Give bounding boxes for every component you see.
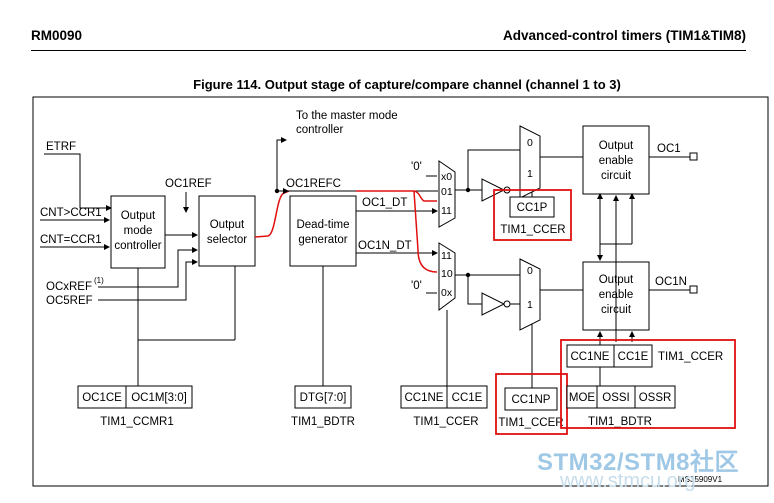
dead-time-generator-block <box>289 195 357 267</box>
figure-title: Figure 114. Output stage of capture/comp… <box>193 77 621 92</box>
section-title: Advanced-control timers (TIM1&TIM8) <box>502 28 746 43</box>
document-id: RM0090 <box>31 28 83 43</box>
output-mode-controller-block <box>110 195 166 269</box>
oec-top-line1: Output <box>599 140 634 152</box>
oc1ce-text: OC1CE <box>82 392 122 404</box>
zero-bottom-label: '0' <box>411 280 422 292</box>
diagram-frame <box>32 96 769 487</box>
dtg-line2: generator <box>298 234 347 246</box>
oec-top-line3: circuit <box>601 170 632 182</box>
omc-line1: Output <box>121 210 156 222</box>
output-mux-bottom <box>519 258 541 331</box>
ms-code: MS35909V1 <box>678 475 723 484</box>
etrf-label: ETRF <box>46 141 76 153</box>
oc1m-text: OC1M[3:0] <box>131 392 187 404</box>
cc1p-text: CC1P <box>517 202 548 214</box>
header-rule <box>31 50 746 51</box>
cnt-eq-label: CNT=CCR1 <box>40 234 102 246</box>
oc1-dt-label: OC1_DT <box>362 197 407 209</box>
oc1refc-highlight <box>254 190 290 238</box>
cc1np-text: CC1NP <box>512 394 551 406</box>
inverter-bottom <box>481 292 506 316</box>
inverter-bottom-bubble <box>503 300 511 308</box>
oc1m-field <box>125 385 193 409</box>
dtg-text: DTG[7:0] <box>300 392 347 404</box>
oc1n-pin <box>689 285 698 294</box>
oc1n-label: OC1N <box>655 276 687 288</box>
mux2-in-0x: 0x <box>441 287 453 299</box>
outmux-top-1: 1 <box>527 168 533 180</box>
right-regs-highlight-box <box>560 339 736 429</box>
watermark-brand: STM32/STM8社区 <box>537 449 740 476</box>
bdtr-dtg-name: TIM1_BDTR <box>291 416 355 428</box>
cc1e-mid-text: CC1E <box>452 392 483 404</box>
bdtr-right-name: TIM1_BDTR <box>588 416 652 428</box>
mux-top <box>438 160 456 228</box>
output-enable-circuit-top <box>582 125 650 195</box>
cc1e-field-right <box>613 344 653 368</box>
ossi-text: OSSI <box>602 392 629 404</box>
oc1refc-label: OC1REFC <box>286 178 341 190</box>
master-mode-arrow <box>276 137 287 191</box>
omc-line3: controller <box>114 240 161 252</box>
cc1p-highlight-box <box>493 189 572 241</box>
ossr-text: OSSR <box>639 392 672 404</box>
inverter-top <box>481 178 506 202</box>
etrf-line <box>44 153 112 211</box>
cc1e-field-mid <box>446 385 488 409</box>
zero-top-label: '0' <box>411 161 422 173</box>
ossr-field <box>634 385 676 409</box>
outmux-bot-0: 0 <box>527 265 533 277</box>
mux1-to-outmux-0 <box>467 149 520 190</box>
mux1-in-01: 01 <box>441 186 453 198</box>
output-selector-block <box>198 195 256 267</box>
ocxref-footnote: (1) <box>94 276 104 285</box>
ocxref-label: OCxREF <box>46 281 92 293</box>
moe-text: MOE <box>569 392 596 404</box>
dtg-field <box>294 385 352 409</box>
dtg-line1: Dead-time <box>296 219 349 231</box>
ccer-cc1p-name: TIM1_CCER <box>500 224 565 236</box>
os-line1: Output <box>210 219 245 231</box>
oc5ref-line <box>98 259 198 301</box>
cc1e-right-text: CC1E <box>618 351 649 363</box>
os-line2: selector <box>207 234 247 246</box>
oec-top-line2: enable <box>599 155 634 167</box>
oc1n-dt-label: OC1N_DT <box>358 240 412 252</box>
mux-bottom <box>438 242 456 311</box>
cc1p-field <box>509 196 555 218</box>
master-label-1: To the master mode <box>296 110 398 122</box>
omc-line2: mode <box>124 225 153 237</box>
ccer-right-name: TIM1_CCER <box>658 351 723 363</box>
cnt-gt-label: CNT>CCR1 <box>40 207 102 219</box>
oc1-label: OC1 <box>657 143 681 155</box>
mux2-to-inverter <box>467 275 482 305</box>
mux1-in-11: 11 <box>441 205 452 217</box>
cc1ne-right-text: CC1NE <box>571 351 610 363</box>
mux2-select-highlight <box>413 190 438 273</box>
cc1ne-mid-text: CC1NE <box>405 392 444 404</box>
ccer-mid-name: TIM1_CCER <box>413 416 478 428</box>
mux2-in-10: 10 <box>441 268 453 280</box>
master-label-2: controller <box>296 124 343 136</box>
oc1-pin <box>689 152 698 161</box>
cc1np-field <box>504 387 558 411</box>
output-mux-top <box>519 125 541 199</box>
outmux-top-0: 0 <box>527 137 533 149</box>
ccer-cc1np-name: TIM1_CCER <box>498 417 563 429</box>
ccmr1-name: TIM1_CCMR1 <box>100 416 173 428</box>
watermark-url: www.stmcu.org <box>560 470 696 492</box>
mux2-in-11: 11 <box>441 250 452 262</box>
oc5ref-label: OC5REF <box>46 295 93 307</box>
mux1-in-x0: x0 <box>441 171 452 183</box>
outmux-bot-1: 1 <box>527 299 533 311</box>
oc1ref-label: OC1REF <box>165 178 212 190</box>
